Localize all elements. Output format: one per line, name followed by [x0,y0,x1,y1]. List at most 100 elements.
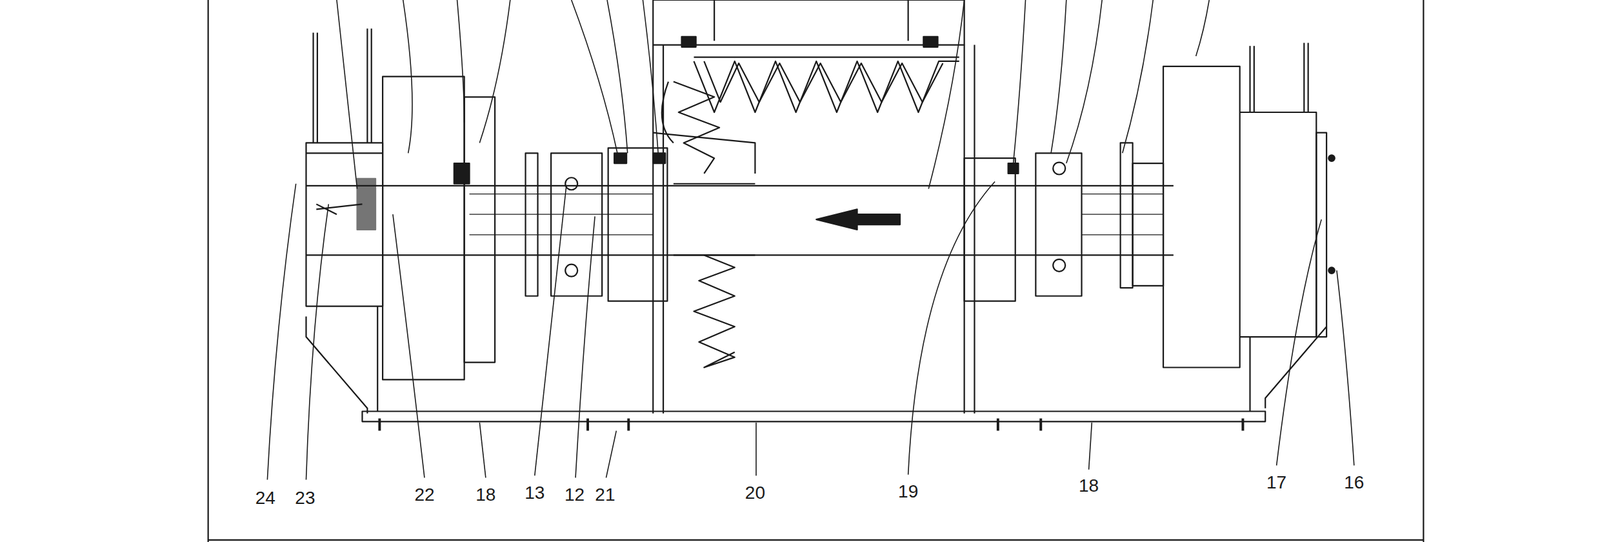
top-housing-part [652,0,964,46]
left-coupling [382,76,602,380]
callout-number: 24 [254,488,277,508]
left-bearing-part [305,142,383,306]
callout-number: 19 [896,481,920,502]
callout-leader-lines-part [575,216,595,478]
callout-leader-lines-part [392,214,425,478]
center-bearing-part [614,152,627,164]
callout-number: 23 [293,488,317,508]
main-shaft-part [1081,194,1164,235]
center-bearing-part [652,152,666,164]
center-bearing [608,147,668,301]
base-frame [305,306,1327,431]
callout-leader-lines-part [1336,270,1355,466]
callout-number: 13 [523,483,546,503]
main-shaft-part [305,254,1173,256]
callout-leader-lines-part [534,185,567,476]
frame-border-part [1422,0,1424,542]
main-shaft-part [305,185,1173,187]
right-drum-part [1132,163,1164,286]
right-drum-part [1328,267,1335,273]
upper-leader-lines-part [336,0,358,190]
callout-leader-lines-part [755,422,757,476]
crown-gear [694,57,960,113]
right-drum-part [1240,112,1317,337]
support-rods-part [366,28,368,143]
right-drum-part [1316,132,1327,337]
upper-leader-lines-part [1013,0,1026,164]
support-rods-part [1253,45,1255,113]
upper-leader-lines-part [457,0,465,123]
left-coupling-part [565,264,578,277]
left-bearing-part [316,203,362,215]
callout-leader-lines-part [908,181,995,475]
left-bearing-part [305,152,383,154]
main-shaft [305,185,1173,256]
left-bearing-part [357,178,376,230]
frame-border-part [207,0,210,542]
left-coupling-part [464,96,495,362]
callout-number: 22 [412,485,436,505]
base-frame-part [361,411,1266,422]
callout-leader-lines-part [267,183,296,480]
crown-gear-part [694,56,960,58]
right-bearing-part [1008,163,1019,174]
callout-leader-lines-part [1276,219,1322,466]
base-frame-part [305,316,368,413]
base-frame-part [376,306,379,412]
left-bearing [305,142,383,306]
right-bearing-part [964,158,1016,301]
frame-border-part [208,539,1424,541]
bevel-pinion-part [661,81,674,144]
base-frame-part [1249,336,1251,411]
support-rods-part [1249,45,1251,113]
top-housing-part [973,45,975,414]
callout-number: 18 [474,485,497,505]
callout-leader-lines-part [479,422,486,478]
frame-border [208,0,1424,542]
bevel-pinion-part [694,254,735,368]
left-coupling-part [565,177,578,190]
crown-gear-part [703,61,943,102]
support-rods-part [1303,42,1305,113]
support-rods-part [316,32,319,144]
upper-leader-lines [336,0,1210,190]
upper-leader-lines-part [571,0,618,153]
left-coupling-part [454,163,470,184]
callout-number: 17 [1265,472,1288,493]
upper-leader-lines-part [1050,0,1067,153]
right-drum-part [1328,154,1335,161]
callout-leader-lines-part [605,430,617,479]
callout-leader-lines [267,181,1354,480]
bevel-pinion-part [673,81,720,174]
callout-number: 18 [1077,476,1100,496]
callout-number: 21 [593,485,617,505]
callout-leader-lines-part [305,203,329,480]
top-housing-part [923,36,938,48]
left-coupling-part [525,152,539,296]
right-bearing-part [1052,162,1066,175]
right-bearing-part [1052,259,1066,272]
base-frame-part [1265,326,1327,409]
top-housing-part [681,36,697,48]
right-bearing-part [1120,142,1133,288]
bevel-pinion-part [652,132,755,256]
support-rods-part [1307,42,1310,113]
right-bearing [964,142,1133,301]
center-bearing-part [608,147,668,301]
callout-number: 16 [1342,472,1366,493]
support-rods-part [370,28,373,143]
right-bearing-part [1035,152,1082,296]
right-drum-part [1163,66,1240,368]
upper-leader-lines-part [403,0,413,153]
upper-leader-lines-part [479,0,510,143]
crown-gear-part [694,61,960,113]
callout-leader-lines-part [1089,422,1093,470]
top-housing [652,0,975,414]
bevel-pinion [652,81,755,368]
upper-leader-lines-part [607,0,628,153]
top-housing-part [713,0,715,41]
upper-leader-lines-part [1122,0,1153,153]
support-rods [313,28,1309,143]
